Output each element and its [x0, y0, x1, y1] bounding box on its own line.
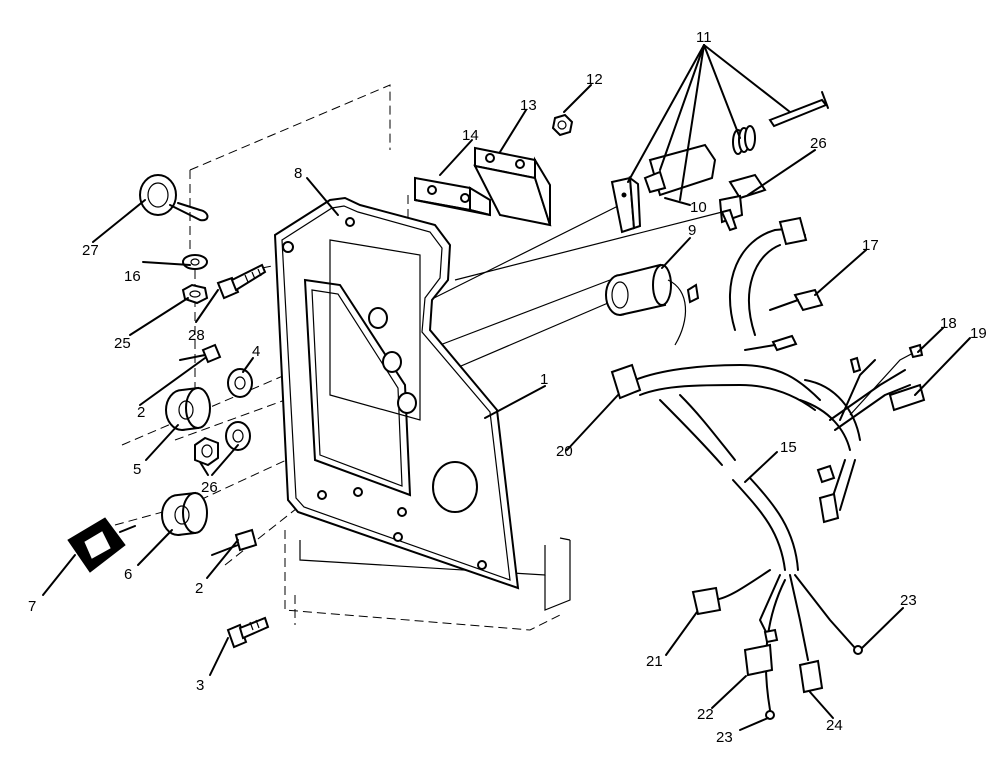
bracket-14 [414, 176, 491, 217]
bolt-28 [216, 263, 267, 300]
callout-4: 4 [252, 343, 260, 360]
callout-14: 14 [462, 127, 479, 144]
callout-13: 13 [520, 97, 537, 114]
bracket-13 [473, 146, 552, 227]
callout-23-right: 23 [900, 592, 917, 609]
callout-9: 9 [688, 222, 696, 239]
callout-17: 17 [862, 237, 879, 254]
callout-22: 22 [697, 706, 714, 723]
callout-20: 20 [556, 443, 573, 460]
callout-23-bottom: 23 [716, 729, 733, 746]
callout-25: 25 [114, 335, 131, 352]
callout-27: 27 [82, 242, 99, 259]
callout-11: 11 [696, 29, 712, 46]
callout-2-upper: 2 [137, 404, 145, 421]
wiring-harness [610, 216, 926, 720]
callout-12: 12 [586, 71, 603, 88]
hitch-pin-27 [139, 174, 209, 222]
bulb-2-lower [211, 528, 258, 556]
nut-26 [194, 436, 219, 467]
bolt-3 [226, 616, 270, 649]
nut-25 [181, 283, 209, 305]
callout-8: 8 [294, 165, 302, 182]
callout-6: 6 [124, 566, 132, 583]
callout-26-left: 26 [201, 479, 218, 496]
callout-5: 5 [133, 461, 141, 478]
connector-9 [605, 263, 700, 346]
callout-21: 21 [646, 653, 663, 670]
callout-2-lower: 2 [195, 580, 203, 597]
spring [732, 125, 756, 155]
mounting-panel [273, 196, 520, 590]
callout-15: 15 [780, 439, 797, 456]
callout-1: 1 [540, 371, 548, 388]
washer-16 [182, 254, 208, 270]
callout-labels: 1 2 2 3 4 5 6 7 8 9 10 11 12 13 14 15 16… [28, 29, 987, 746]
knob-5 [165, 386, 211, 431]
switch-assembly [610, 44, 829, 234]
callout-3: 3 [196, 677, 204, 694]
callout-16: 16 [124, 268, 141, 285]
leader-lines [42, 84, 971, 731]
callout-19: 19 [970, 325, 987, 342]
washer-4 [227, 368, 253, 398]
knob-6 [161, 491, 208, 536]
callout-18: 18 [940, 315, 957, 332]
nut-12 [551, 113, 574, 137]
callout-28: 28 [188, 327, 205, 344]
bulb-2-upper [179, 343, 222, 364]
lockwasher-26 [225, 421, 251, 451]
callout-26-right: 26 [810, 135, 827, 152]
callout-24: 24 [826, 717, 843, 734]
housing-outline [189, 84, 571, 631]
callout-7: 7 [28, 598, 36, 615]
toggle-switch-26 [718, 173, 767, 232]
indicator-7 [67, 517, 136, 573]
callout-10: 10 [690, 199, 707, 216]
